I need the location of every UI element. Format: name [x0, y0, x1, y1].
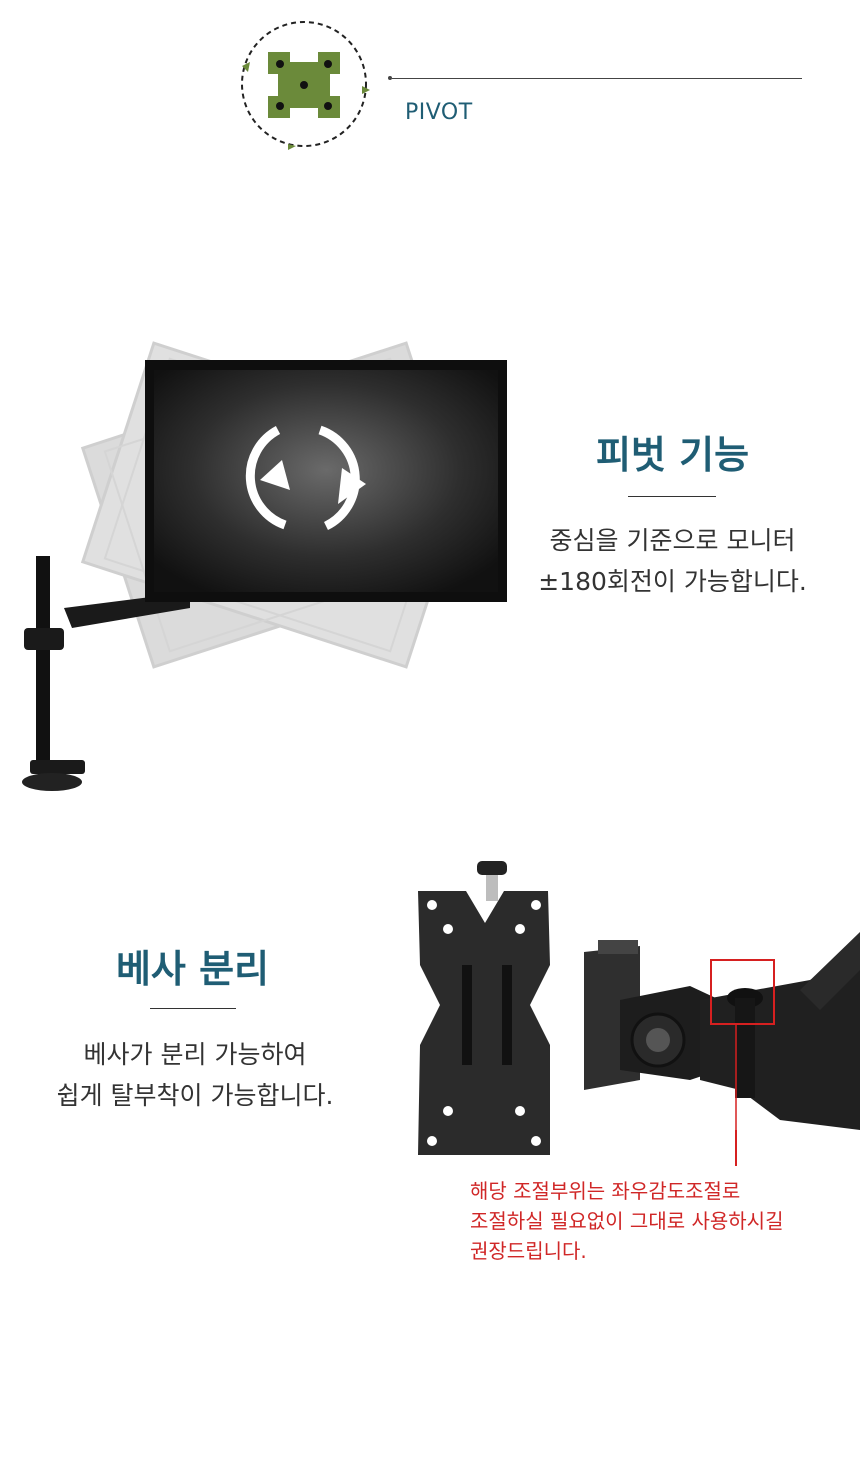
- pivot-section-rule: [628, 496, 716, 497]
- vesa-desc-line1: 베사가 분리 가능하여: [83, 1040, 307, 1069]
- vesa-section-rule: [150, 1008, 236, 1009]
- note-line2: 조절하실 필요없이 그대로 사용하시길: [470, 1209, 784, 1233]
- pivot-section-title: 피벗 기능: [595, 433, 750, 477]
- pivot-desc-line1: 중심을 기준으로 모니터: [549, 526, 796, 555]
- note-line3: 권장드립니다.: [470, 1239, 587, 1263]
- monitor-arm-image: [20, 290, 530, 800]
- arm-bracket-image: [580, 930, 860, 1166]
- vesa-plate-image: [410, 855, 560, 1160]
- note-line1: 해당 조절부위는 좌우감도조절로: [470, 1179, 741, 1203]
- pivot-badge-icon: [238, 18, 370, 150]
- leader-line-ext: [735, 1130, 737, 1166]
- vesa-section-title: 베사 분리: [115, 947, 270, 991]
- pivot-label: PIVOT: [405, 100, 473, 125]
- vesa-desc-line2: 쉽게 탈부착이 가능합니다.: [56, 1081, 334, 1110]
- divider-dot: [388, 76, 392, 80]
- top-divider: [392, 78, 802, 79]
- pivot-desc-line2: ±180회전이 가능합니다.: [538, 567, 807, 596]
